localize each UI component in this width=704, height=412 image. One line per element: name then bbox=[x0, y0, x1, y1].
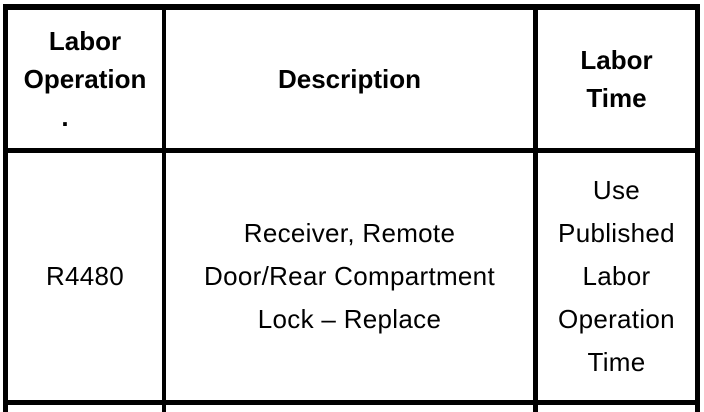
cell-description: Receiver, Remote Door/Rear Compartment L… bbox=[162, 148, 533, 400]
labor-operation-table: Labor Operation . Description Labor Time… bbox=[3, 4, 700, 405]
labor-time-line: Use bbox=[592, 175, 641, 205]
table-border-stub bbox=[162, 405, 166, 412]
header-line: Time bbox=[586, 83, 647, 113]
header-description: Description bbox=[162, 10, 533, 148]
description-line: Door/Rear Compartment bbox=[204, 261, 495, 291]
labor-time-line: Published bbox=[558, 218, 675, 248]
labor-time-line: Operation bbox=[558, 304, 675, 334]
header-labor-time: Labor Time bbox=[533, 10, 695, 148]
header-line: Labor bbox=[48, 26, 122, 56]
labor-operation-code: R4480 bbox=[45, 261, 125, 291]
header-line: Operation bbox=[23, 64, 147, 94]
description-line: Receiver, Remote bbox=[243, 218, 456, 248]
labor-time-line: Time bbox=[587, 347, 646, 377]
header-labor-operation: Labor Operation . bbox=[8, 10, 162, 148]
cell-labor-operation-code: R4480 bbox=[8, 148, 162, 400]
description-line: Lock – Replace bbox=[257, 304, 442, 334]
table-border-stub bbox=[533, 405, 538, 412]
header-line: Description bbox=[277, 64, 422, 94]
labor-time-line: Labor bbox=[582, 261, 651, 291]
stray-period: . bbox=[61, 102, 69, 132]
header-line: Labor bbox=[580, 45, 653, 75]
cell-labor-time: Use Published Labor Operation Time bbox=[533, 148, 695, 400]
table-border-stub bbox=[695, 405, 700, 412]
table-border-stub bbox=[3, 405, 8, 412]
